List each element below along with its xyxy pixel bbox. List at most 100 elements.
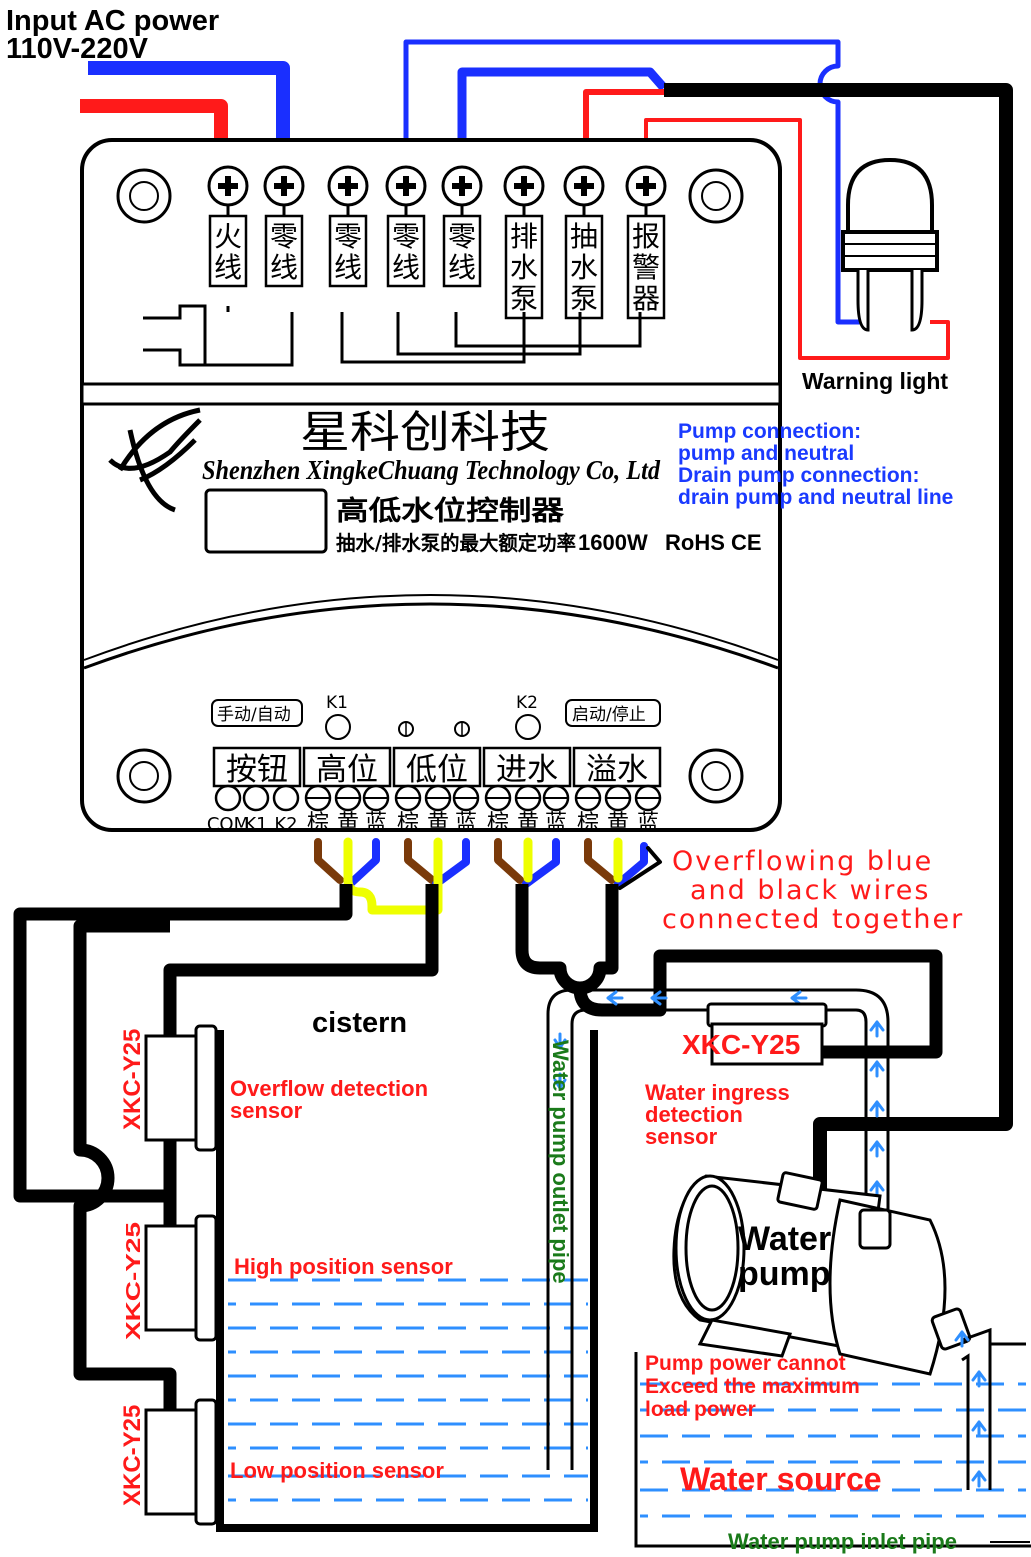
light-leg-left [856,270,870,332]
k2-button[interactable] [515,714,541,740]
terminal-label: 黄 [607,811,629,836]
terminal-group-label: 低位 [406,752,468,788]
ingress-sensor-label-3: sensor [645,1124,718,1149]
pump-outlet-fitting [858,1208,892,1250]
terminal-label: K1 [244,814,267,835]
overflow-note-line2: and black wires [690,875,930,906]
top-output-wires [403,39,1013,1200]
pump-junction [776,1171,824,1211]
flow-arrow-icon [650,990,668,1006]
flow-arrow-icon [954,1330,970,1348]
pump-power-cable [664,83,1013,1200]
bottom-terminal: K1 [242,784,270,835]
terminal-label: 抽水泵 [570,220,598,315]
k1-desc: 手动/自动 [217,705,291,725]
water-source-tank [634,1352,1031,1548]
pump-note: Pump connection: pump and neutral Drain … [678,420,953,509]
terminal-label: 零线 [270,220,298,284]
overflow-note-line3: connected together [662,904,964,935]
voltage-label: 110V-220V [6,33,149,65]
bottom-terminal: 黄 [514,784,542,836]
terminal-label: 蓝 [545,811,567,836]
cable-overflow [13,884,353,1203]
terminal-group-label: 溢水 [586,752,648,788]
terminal-label: 棕 [307,811,329,836]
flow-arrow-icon [606,990,624,1006]
bottom-terminal: 黄 [334,784,362,836]
terminal-group-label: 按钮 [226,752,288,788]
bottom-terminal: 棕 [574,784,602,836]
k2-desc-box [565,699,661,727]
inlet-flow-arrows [954,1330,987,1488]
cistern-water [228,1278,588,1502]
inlet-pipe [961,1327,1026,1490]
sensor-model-low: XKC-Y25 [119,1405,146,1506]
water-source-label: Water source [680,1461,882,1497]
sensor-model-overflow: XKC-Y25 [119,1029,146,1130]
controller-divider [80,382,782,406]
terminal-label: K2 [274,814,297,835]
flow-arrow-icon [790,990,808,1006]
sensor-model-high: XKC-Y25 [123,1222,145,1340]
rating-cn: 抽水/排水泵的最大额定功率 [336,531,576,555]
neutral-wire-to-pump [457,67,668,140]
flow-arrow-icon [553,1032,567,1050]
warning-light [841,157,939,332]
flow-arrow-icon [869,1180,885,1198]
bottom-terminal: 黄 [604,784,632,836]
overflow-note-line1: Overflowing blue [672,846,933,877]
terminal-label: 棕 [487,811,509,836]
terminal-label-box [626,214,666,320]
label-window [204,488,328,554]
terminal-label: 报警器 [632,220,660,315]
water-source-walls [634,1352,1031,1548]
live-input-wire [80,99,228,140]
terminal-label-box [564,214,604,320]
terminal-group: 高位 [302,746,392,788]
certifications: RoHS CE [665,530,762,555]
controller-lower-arc [83,602,779,670]
terminal-group-label: 高位 [316,752,378,788]
terminal-label: 棕 [397,811,419,836]
k2-desc: 启动/停止 [572,705,646,725]
sensor-overflow [144,1024,218,1152]
neutral-input-wire [88,61,290,140]
bottom-terminal: 棕 [304,784,332,836]
cistern [216,1030,598,1532]
low-sensor-label: Low position sensor [230,1458,444,1483]
pump-note-line1: Pump connection: [678,420,861,443]
ingress-sensor-label-1: Water ingress [645,1080,790,1105]
k1-button[interactable] [325,714,351,740]
terminal-screw [242,784,270,812]
warning-light-label: Warning light [802,368,948,394]
top-terminal: 零线 [385,165,427,288]
terminal-label: 蓝 [365,811,387,836]
sensor-ingress [706,1002,828,1066]
top-terminal: 火线 [207,165,249,288]
pump-note-line3: Drain pump connection: [678,464,920,487]
terminal-group: 按钮 [212,746,302,788]
water-pump [672,1171,972,1376]
terminal-label: 零线 [448,220,476,284]
power-note-line1: Pump power cannot [645,1352,846,1375]
top-terminal: 零线 [263,165,305,288]
bottom-terminal: 棕 [484,784,512,836]
top-terminal: 排水泵 [503,165,545,320]
terminal-label: 蓝 [637,811,659,836]
flow-arrow-icon [869,1060,885,1078]
brand-logo [108,407,202,513]
bottom-terminal: 黄 [424,784,452,836]
terminal-label-box [208,214,248,288]
overflow-sensor-label-1: Overflow detection [230,1076,428,1101]
flow-arrow-icon [553,1072,567,1090]
pump-note-line4: drain pump and neutral line [678,486,953,509]
sensor-high [144,1214,218,1342]
flow-arrow-icon [869,1020,885,1038]
light-base [841,230,939,272]
bottom-terminal: 蓝 [362,784,390,836]
inlet-pipe-label: Water pump inlet pipe [728,1529,957,1554]
terminal-label: 排水泵 [510,220,538,315]
terminal-label: 棕 [577,811,599,836]
